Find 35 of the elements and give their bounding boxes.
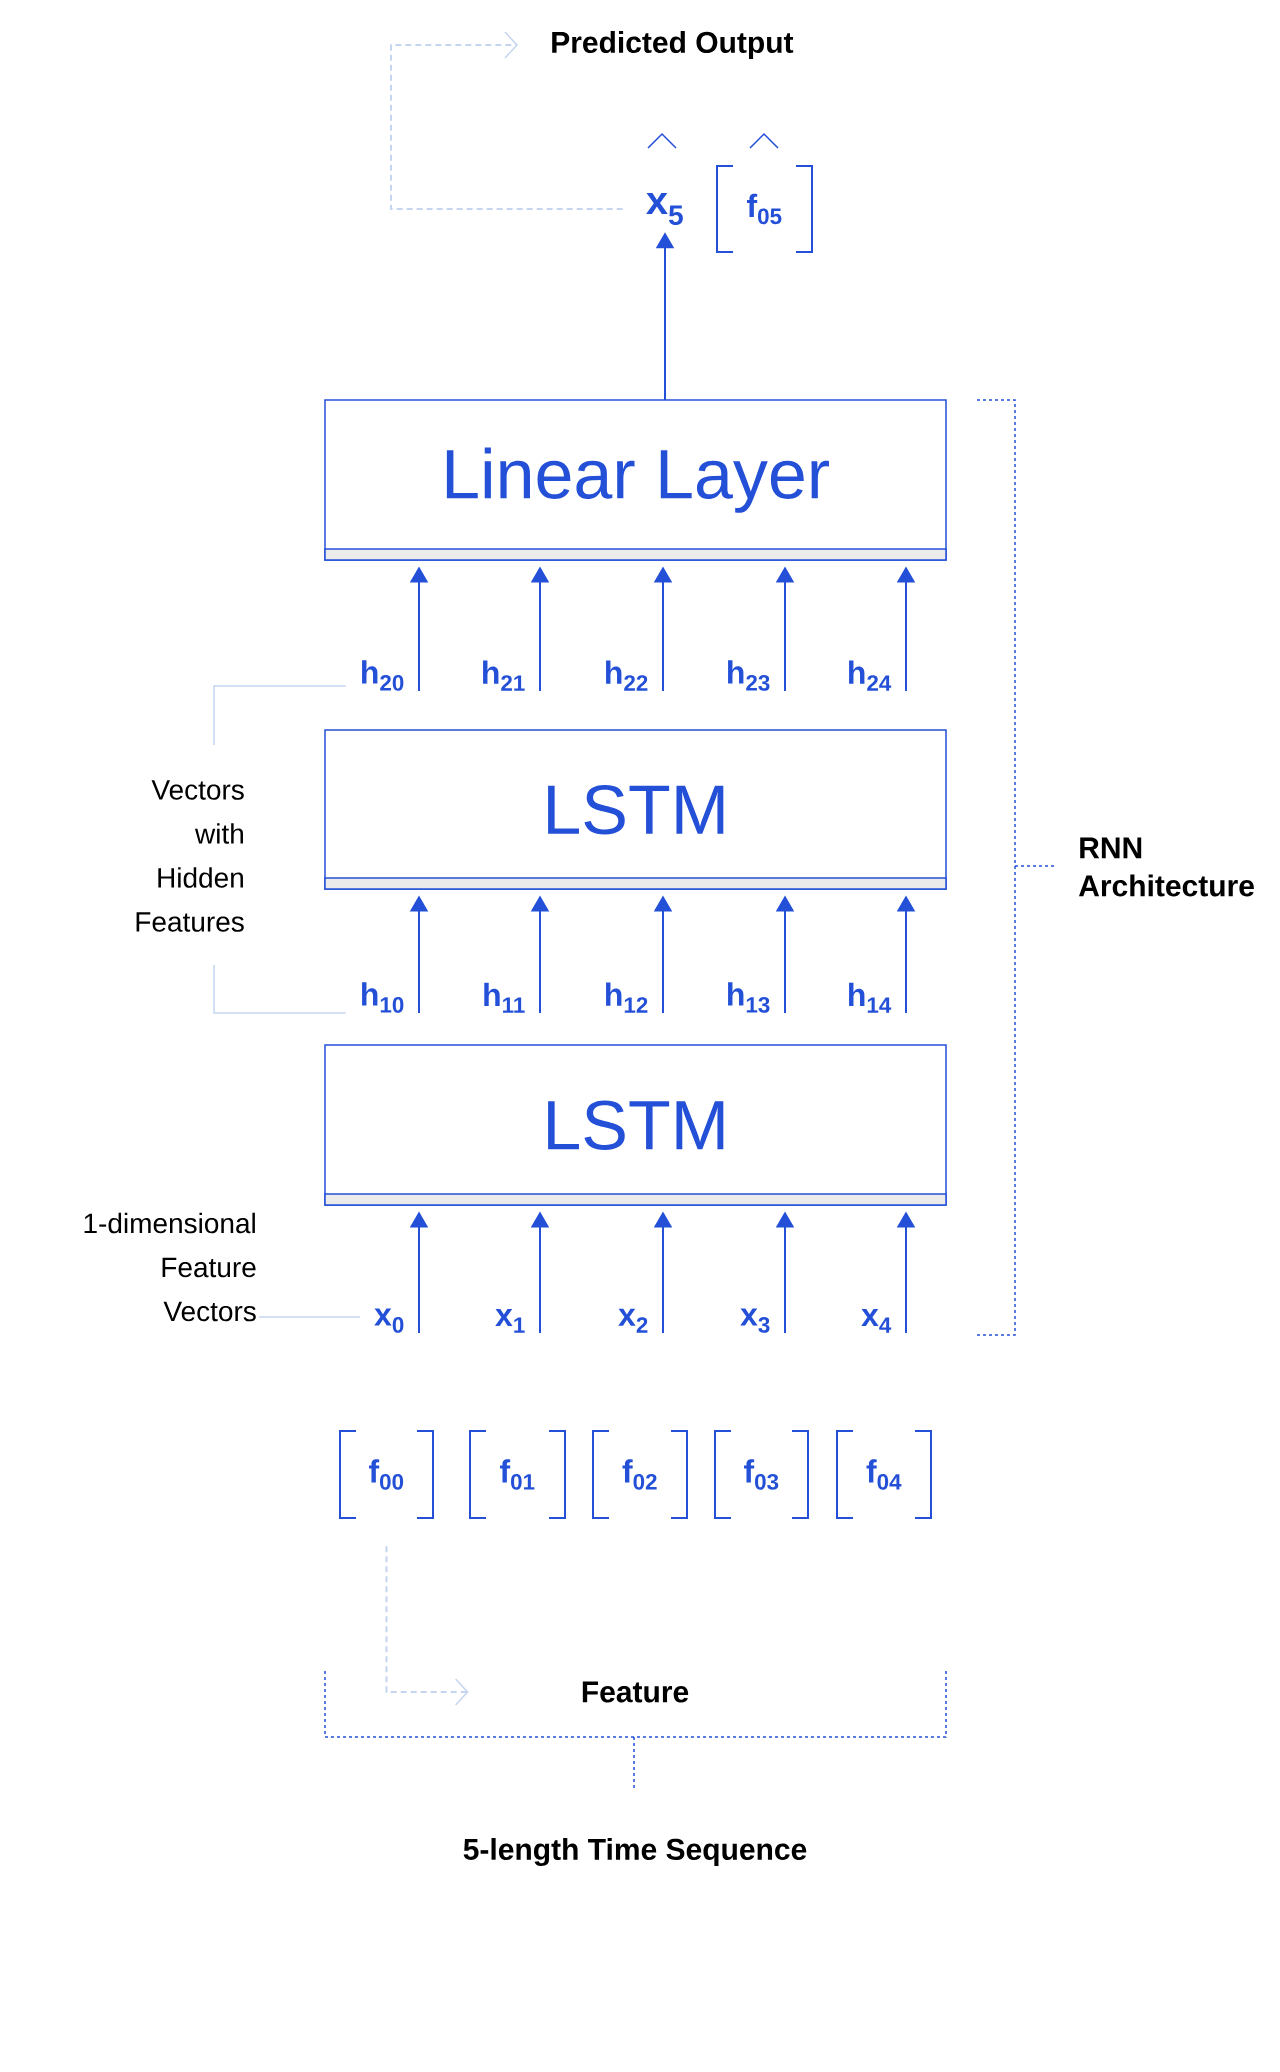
vector-label: x$_{0}$: [374, 1308, 404, 1333]
annotation-text: 1-dimensional Feature Vectors: [84, 1212, 256, 1322]
vector-label: h$_{21}$: [483, 660, 525, 691]
vector-label: h$_{24}$: [849, 660, 892, 691]
vector-label: h$_{22}$: [606, 660, 648, 691]
vector-label: h$_{10}$: [362, 982, 404, 1013]
vector-label: x$_{4}$: [861, 1309, 892, 1333]
vector-label: h$_{23}$: [728, 660, 770, 691]
vector-label: h$_{20}$: [362, 660, 404, 691]
layer-box: LSTM: [324, 1044, 947, 1206]
leader-line: [213, 685, 347, 746]
vector-label: h$_{13}$: [728, 982, 770, 1013]
leader-line: [213, 964, 347, 1014]
vector-label: x$_{1}$: [495, 1309, 525, 1333]
bracket-label: RNN Architecture: [1078, 837, 1254, 897]
layer-box: Linear Layer: [324, 399, 947, 561]
vector-label: h$_{14}$: [849, 982, 892, 1013]
layer-box: LSTM: [324, 729, 947, 890]
bracket-label: 5-length Time Sequence: [463, 1838, 807, 1867]
output-label: Predicted Output: [552, 31, 794, 59]
feature-vector: f$_{05}$: [716, 165, 813, 253]
leader-line: [258, 1316, 361, 1318]
arrow: [385, 1545, 469, 1706]
feature-vector: f$_{00}$: [339, 1430, 434, 1519]
vector-label: x$_{2}$: [618, 1308, 648, 1333]
feature-vector: f$_{02}$: [592, 1430, 688, 1519]
vector-label: x$_{3}$: [740, 1308, 770, 1333]
feature-vector: f$_{04}$: [836, 1430, 932, 1519]
annotation-text: Vectors with Hidden Features: [136, 780, 244, 932]
vector-label: h$_{12}$: [606, 982, 648, 1013]
feature-vector: f$_{01}$: [469, 1430, 566, 1519]
vector-label: h$_{11}$: [484, 982, 525, 1013]
feature-vector: f$_{03}$: [714, 1430, 809, 1519]
arrow: [390, 31, 624, 210]
feature-label: Feature: [582, 1681, 689, 1703]
